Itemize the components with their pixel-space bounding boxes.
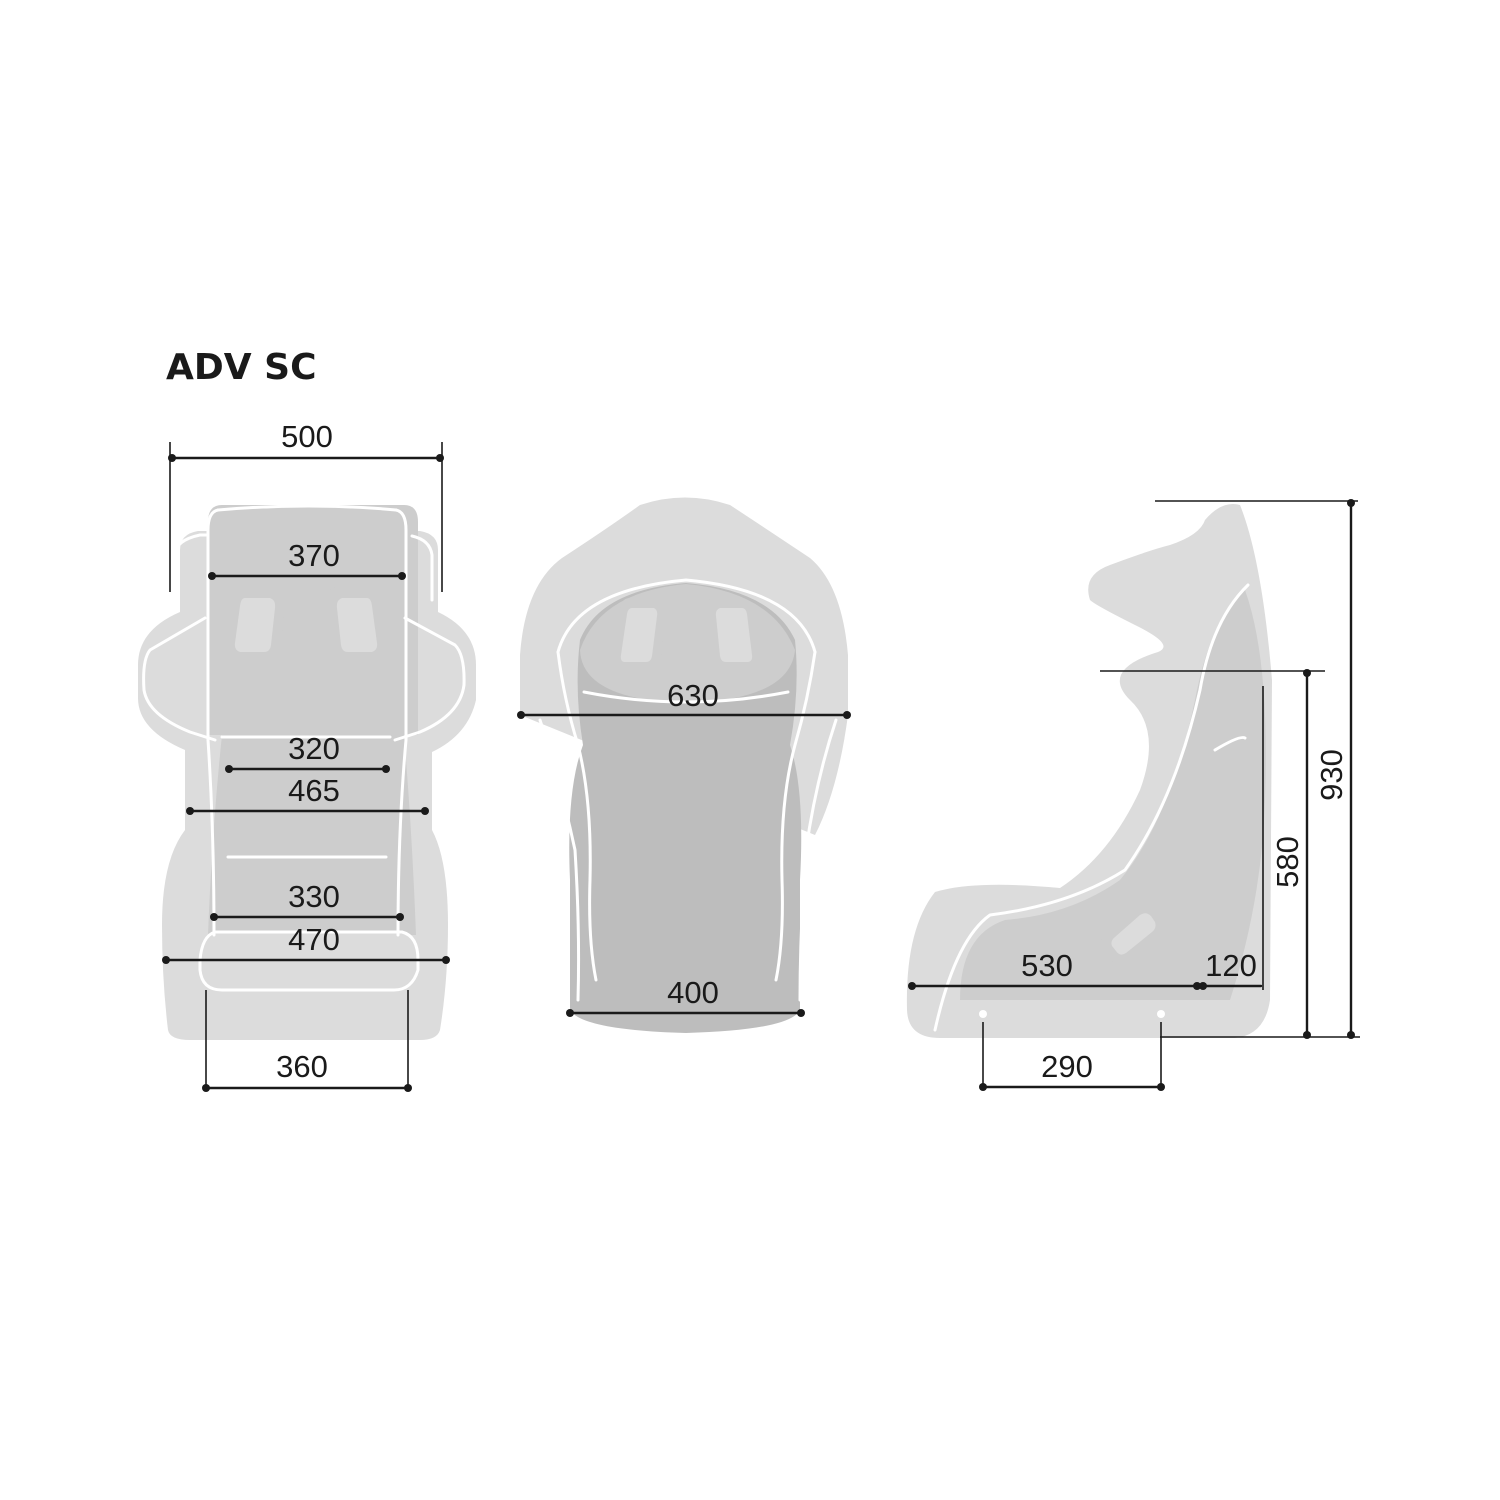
label-shoulder-inner: 320 (288, 731, 340, 766)
front-headrest-slot-left-inner (234, 598, 276, 652)
dim-530-end-left (908, 982, 916, 990)
back-seam-outer-left (538, 718, 581, 1002)
side-mount-hole-front (979, 1010, 987, 1018)
label-shoulder-outer: 465 (288, 773, 340, 808)
dim-465-end-left (186, 807, 194, 815)
label-overall-height: 930 (1314, 749, 1349, 801)
front-seat-backrest-panel (208, 505, 418, 735)
back-seam-right (774, 650, 817, 982)
label-base-width: 360 (276, 1049, 328, 1084)
dim-330-end-left (210, 913, 218, 921)
dim-400-end-left (566, 1009, 574, 1017)
front-seat-bottom-panel (208, 735, 416, 935)
side-seam-inner (1213, 736, 1247, 752)
dim-330-end-right (396, 913, 404, 921)
dim-470-end-left (162, 956, 170, 964)
dim-400-end-right (797, 1009, 805, 1017)
side-seat-inner-panel (960, 590, 1266, 1000)
label-bottom-width: 400 (667, 975, 719, 1010)
dim-580-end-bottom (1303, 1031, 1311, 1039)
label-seat-depth: 530 (1021, 948, 1073, 983)
dimension-labels: 500 370 320 465 330 470 360 630 400 530 … (276, 419, 1349, 1084)
dim-120-end-left (1199, 982, 1207, 990)
dim-290-end-right (1157, 1083, 1165, 1091)
front-view-seat (138, 504, 476, 1040)
side-mount-window-inner (1111, 913, 1156, 955)
label-mount-spacing: 290 (1041, 1049, 1093, 1084)
dim-630-end-left (517, 711, 525, 719)
dim-465-end-right (421, 807, 429, 815)
label-shoulder-height: 580 (1270, 836, 1305, 888)
dim-470-end-right (442, 956, 450, 964)
dim-320-end-right (382, 765, 390, 773)
back-headrest-slot-right-inner (715, 608, 753, 662)
model-title: ADV SC (166, 347, 317, 388)
back-view-seat (520, 497, 848, 1033)
front-seam-headrest-outline (172, 533, 210, 602)
dim-930-end-bottom (1347, 1031, 1355, 1039)
label-rear-offset: 120 (1205, 948, 1257, 983)
side-view-seat (906, 504, 1272, 1038)
dim-360-end-left (202, 1084, 210, 1092)
front-seam-headrest-outline-right (410, 534, 434, 602)
dimension-lines (162, 442, 1360, 1092)
side-mount-hole-rear (1157, 1010, 1165, 1018)
front-seam-wing-right (393, 616, 466, 742)
dim-370-end-left (208, 572, 216, 580)
label-hip-inner: 330 (288, 879, 340, 914)
dim-290-end-left (979, 1083, 987, 1091)
dim-580-end-top (1303, 669, 1311, 677)
label-hip-outer: 470 (288, 922, 340, 957)
dim-500-end-right (436, 454, 444, 462)
dim-370-end-right (398, 572, 406, 580)
dim-930-end-top (1347, 499, 1355, 507)
back-headrest-slot-left-inner (620, 608, 658, 662)
label-shoulder-width: 630 (667, 678, 719, 713)
front-seam-top (216, 504, 398, 512)
back-seam-left (556, 650, 598, 982)
dim-530-end-right (1193, 982, 1201, 990)
label-overall-width: 500 (281, 419, 333, 454)
side-seam-front (933, 583, 1250, 1032)
back-seam-waist (582, 690, 790, 704)
front-headrest-slot-right-inner (336, 598, 378, 652)
dim-630-end-right (843, 711, 851, 719)
dim-360-end-right (404, 1084, 412, 1092)
dim-500-end-left (168, 454, 176, 462)
front-seam-center-left (206, 508, 220, 937)
back-seam-outer (556, 578, 817, 654)
front-seam-cushion (198, 930, 420, 992)
front-seam-center-right (394, 508, 408, 937)
label-headrest-width: 370 (288, 538, 340, 573)
back-seam-outer-right (798, 718, 838, 1002)
dim-320-end-left (225, 765, 233, 773)
front-seam-wing-left (142, 616, 217, 742)
